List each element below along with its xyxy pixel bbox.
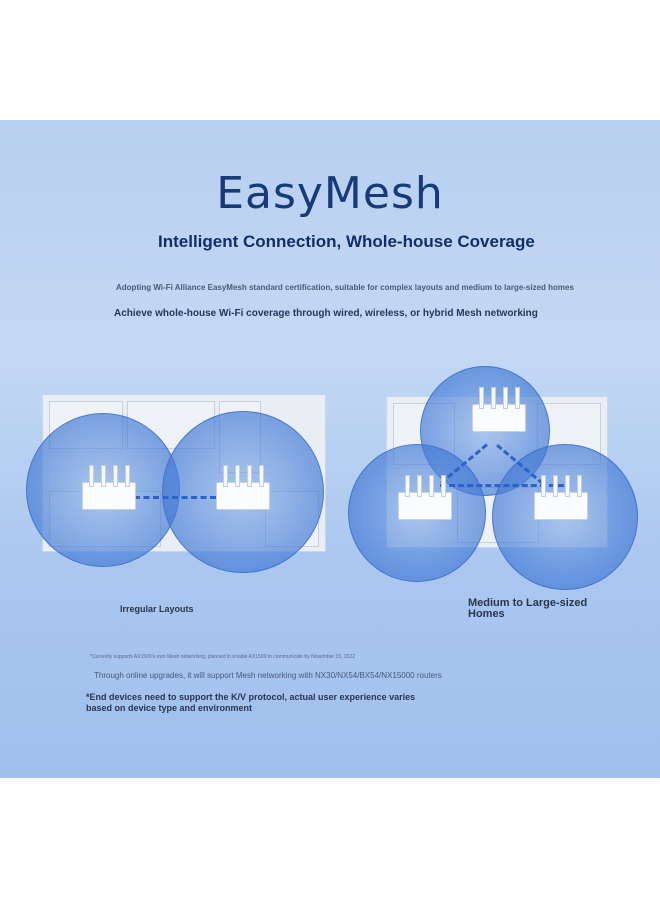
- coverage-circle: [492, 444, 638, 590]
- mesh-link: [134, 496, 216, 499]
- footnote-2: Through online upgrades, it will support…: [94, 671, 442, 680]
- router-icon: [534, 475, 588, 520]
- page-subtitle: Intelligent Connection, Whole-house Cove…: [158, 232, 535, 251]
- footnote-1: *Currently supports AX1500's own Mesh ne…: [90, 654, 356, 660]
- scenario-label-irregular: Irregular Layouts: [120, 604, 194, 614]
- router-icon: [472, 387, 526, 432]
- router-icon: [398, 475, 452, 520]
- irregular-layout-illustration: [0, 390, 330, 590]
- page-title: EasyMesh: [216, 168, 444, 219]
- large-home-illustration: [340, 364, 660, 594]
- coverage-circle: [348, 444, 486, 582]
- intro-line-2: Achieve whole-house Wi-Fi coverage throu…: [114, 308, 538, 319]
- router-icon: [82, 465, 136, 510]
- easymesh-panel: EasyMesh Intelligent Connection, Whole-h…: [0, 120, 660, 778]
- router-icon: [216, 465, 270, 510]
- intro-line-1: Adopting Wi-Fi Alliance EasyMesh standar…: [116, 283, 574, 292]
- mesh-link: [440, 484, 564, 487]
- footnote-3: *End devices need to support the K/V pro…: [86, 692, 416, 713]
- coverage-circle: [162, 411, 324, 573]
- scenario-label-large-homes: Medium to Large-sized Homes: [468, 597, 588, 620]
